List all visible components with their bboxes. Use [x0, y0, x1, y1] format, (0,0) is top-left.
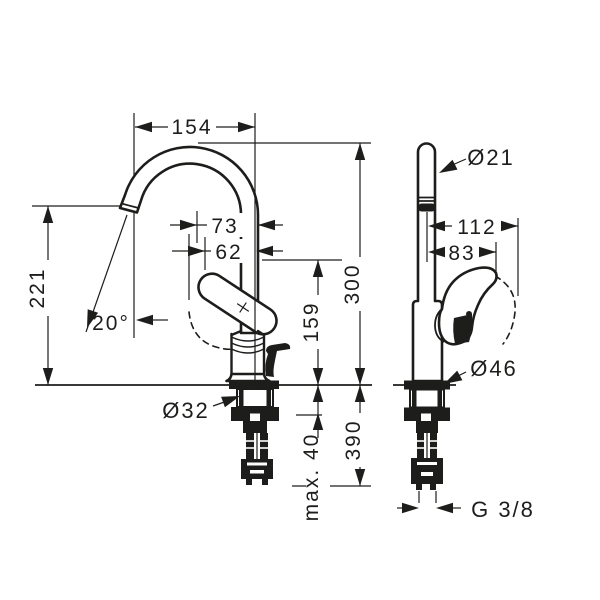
swivel-ring — [231, 336, 265, 342]
supply-tail-side — [416, 484, 422, 490]
swivel-ring — [231, 342, 265, 348]
dim-label-d21: Ø21 — [467, 145, 515, 170]
supply-tail — [246, 479, 252, 485]
threaded-shank-side — [417, 433, 424, 458]
handle-alt-position-dashed — [188, 311, 234, 351]
shank-end-block — [241, 459, 273, 479]
handle-grip-side — [453, 314, 473, 344]
handle-alt-position-dashed-side — [494, 275, 516, 345]
front-view: 154 73 62 221 20° 159 300 390 max. 40 Ø3… — [26, 113, 372, 521]
leader-arrowhead-d46 — [444, 370, 463, 384]
dim-label-max40: max. 40 — [300, 433, 323, 522]
dim-label-83: 83 — [448, 242, 475, 265]
label-bg — [347, 257, 371, 311]
dim-label-159: 159 — [300, 301, 323, 342]
drain-rod-lever — [265, 343, 291, 377]
handle-plus-mark — [236, 302, 250, 313]
label-bg — [211, 239, 247, 263]
pipe-and-body-side — [411, 142, 444, 383]
base-gasket-side — [404, 380, 450, 390]
base-gasket — [229, 380, 279, 389]
arrowheads-side — [402, 159, 518, 514]
dim-label-112: 112 — [457, 216, 496, 239]
label-bg — [306, 438, 330, 516]
shank-end-block-side — [411, 458, 443, 484]
arrowheads-front — [42, 121, 366, 486]
threaded-shank-side — [430, 433, 437, 458]
swivel-ring — [231, 348, 265, 354]
aerator-joint-line — [121, 202, 139, 209]
angle-arrowhead — [136, 314, 153, 326]
leader-arrowhead-d32 — [221, 396, 240, 408]
supply-tail — [262, 479, 268, 485]
mounting-hardware — [231, 388, 279, 485]
base-flare — [225, 372, 271, 383]
label-bg — [33, 260, 55, 316]
label-bg — [444, 240, 480, 264]
mounting-block — [243, 421, 267, 433]
leader-arrowhead-d21 — [439, 159, 458, 173]
label-bg — [348, 413, 372, 467]
dim-label-d46: Ø46 — [470, 356, 518, 381]
dim-label-221: 221 — [26, 267, 49, 308]
label-bg — [207, 213, 243, 237]
handle-dot — [466, 311, 472, 317]
angle-arrowhead — [87, 309, 99, 328]
dim-label-73: 73 — [211, 215, 238, 238]
dim-label-g38: G 3/8 — [471, 497, 535, 522]
outlet-aerator-side — [418, 203, 435, 212]
dim-label-d32: Ø32 — [162, 398, 210, 423]
mounting-hardware-side — [404, 388, 450, 490]
dim-label-390: 390 — [342, 419, 365, 460]
label-bg — [306, 295, 330, 349]
threaded-shank — [246, 433, 254, 459]
dim-label-62: 62 — [215, 241, 242, 264]
mounting-block-side — [416, 421, 438, 433]
supply-tail-side — [430, 484, 436, 490]
dim-label-300: 300 — [341, 263, 364, 304]
dim-label-angle: 20° — [92, 312, 130, 335]
dim-label-154: 154 — [171, 116, 212, 139]
label-bg — [168, 114, 216, 138]
label-bg — [452, 214, 502, 238]
side-view: Ø21 112 83 Ø46 G 3/8 — [393, 142, 535, 522]
threaded-shank — [260, 433, 268, 459]
